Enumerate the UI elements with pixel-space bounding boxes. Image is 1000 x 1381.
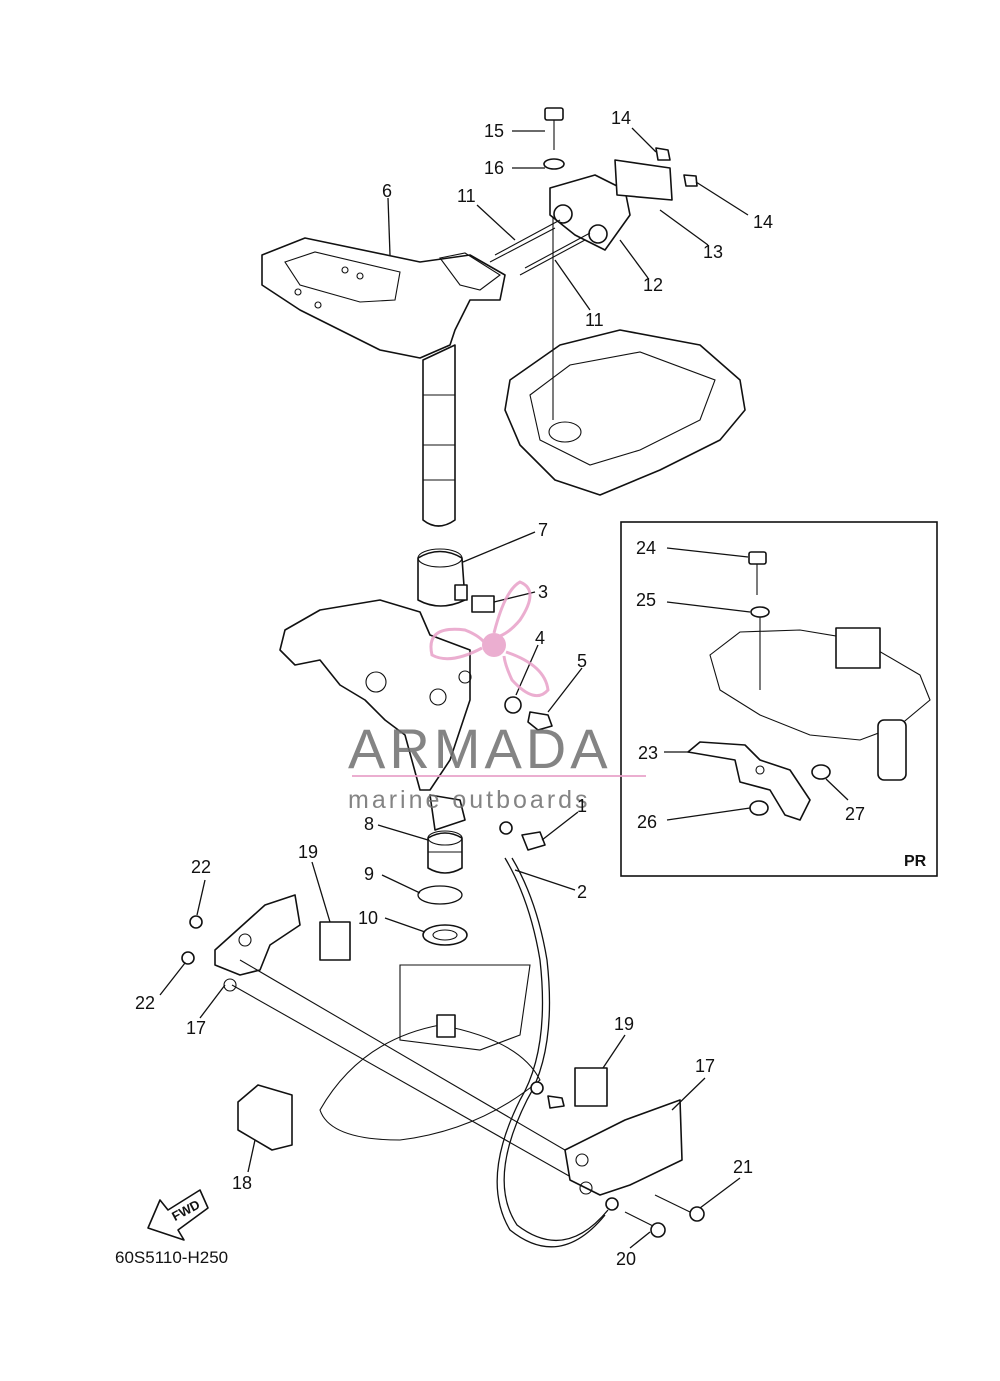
callout-11-lower: 11 <box>585 310 604 330</box>
clamp-plates-drawing <box>181 894 705 1238</box>
swivel-bracket-drawing <box>279 548 553 851</box>
lower-mount-drawing <box>417 830 468 946</box>
callout-22-upper: 22 <box>191 857 211 877</box>
callout-14-right: 14 <box>753 212 773 232</box>
propeller-logo-icon <box>429 580 550 698</box>
callout-15: 15 <box>484 121 504 141</box>
callout-5: 5 <box>577 651 587 671</box>
pr-inset <box>620 521 938 877</box>
callout-7: 7 <box>538 520 548 540</box>
fwd-arrow: FWD <box>147 1189 209 1241</box>
engine-base-drawing <box>504 200 746 496</box>
callout-11-upper: 11 <box>457 186 476 206</box>
callout-27: 27 <box>845 804 865 824</box>
watermark-tagline: marine outboards <box>348 786 591 814</box>
callout-6: 6 <box>382 181 392 201</box>
leader-lines <box>159 127 849 1249</box>
callout-8: 8 <box>364 814 374 834</box>
callout-14-upper: 14 <box>611 108 631 128</box>
callout-16: 16 <box>484 158 504 178</box>
callout-labels: 1 2 3 4 5 6 7 8 9 10 11 11 12 13 14 14 1… <box>115 108 927 1269</box>
callout-19-right: 19 <box>614 1014 634 1034</box>
callout-10: 10 <box>358 908 378 928</box>
callout-1: 1 <box>577 796 587 816</box>
drawing-code: 60S5110-H250 <box>115 1248 228 1267</box>
callout-26: 26 <box>637 812 657 832</box>
upper-mount-drawing <box>489 107 698 276</box>
callout-19-left: 19 <box>298 842 318 862</box>
callout-25: 25 <box>636 590 656 610</box>
callout-21: 21 <box>733 1157 753 1177</box>
callout-17-left: 17 <box>186 1018 206 1038</box>
callout-20: 20 <box>616 1249 636 1269</box>
inset-label: PR <box>904 853 927 870</box>
callout-13: 13 <box>703 242 723 262</box>
steering-bracket-drawing <box>261 237 506 527</box>
callout-9: 9 <box>364 864 374 884</box>
lower-case-drawing <box>319 857 619 1248</box>
callout-12: 12 <box>643 275 663 295</box>
callout-23: 23 <box>638 743 658 763</box>
watermark: ARMADA marine outboards <box>348 580 646 814</box>
callout-18: 18 <box>232 1173 252 1193</box>
callout-22-lower: 22 <box>135 993 155 1013</box>
callout-24: 24 <box>636 538 656 558</box>
callout-4: 4 <box>535 628 545 648</box>
watermark-brand: ARMADA <box>348 717 612 780</box>
callout-17-right: 17 <box>695 1056 715 1076</box>
callout-3: 3 <box>538 582 548 602</box>
callout-2: 2 <box>577 882 587 902</box>
